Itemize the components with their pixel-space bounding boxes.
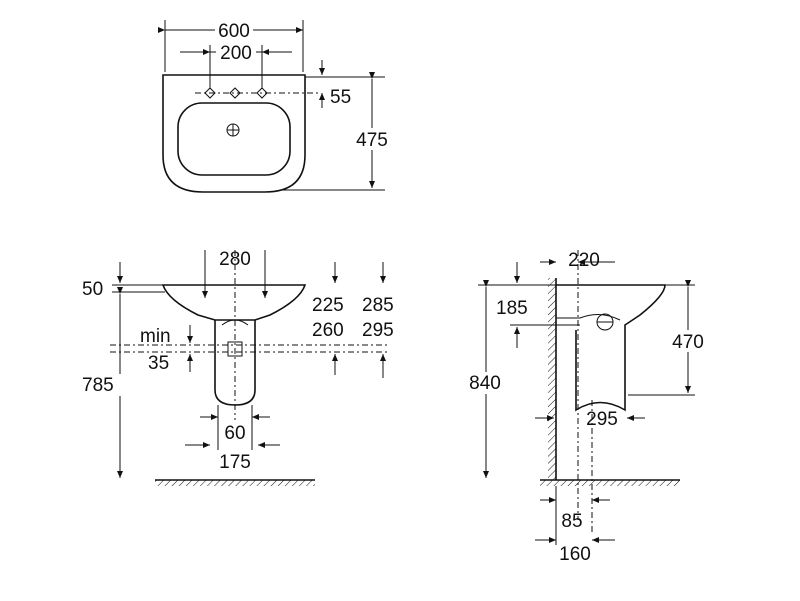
dim-840: 840	[469, 373, 501, 394]
basin-outline-side	[556, 284, 666, 335]
dim-600: 600	[218, 21, 250, 42]
pedestal-side	[575, 330, 626, 412]
bowl-inner-top	[177, 102, 291, 176]
dim-35: 35	[148, 353, 169, 374]
dim-475: 475	[356, 130, 388, 151]
floor-side	[540, 480, 680, 486]
dim-225: 225	[312, 295, 344, 316]
dim-185: 185	[496, 298, 528, 319]
wall	[548, 278, 556, 480]
dim-min-label: min	[140, 326, 171, 347]
dim-55: 55	[330, 87, 351, 108]
dim-295-side: 295	[586, 409, 618, 430]
dim-785: 785	[82, 375, 114, 396]
trap-icon	[596, 313, 614, 331]
dim-470: 470	[672, 332, 704, 353]
dim-60: 60	[224, 423, 245, 444]
dim-175: 175	[219, 452, 251, 473]
dim-285: 285	[362, 295, 394, 316]
dim-220: 220	[568, 250, 600, 271]
side-view: 220 185 470 840 295 85 160	[462, 250, 710, 565]
dim-295: 295	[362, 320, 394, 341]
dim-200: 200	[220, 43, 252, 64]
front-view: 280 50 785 min 35 225 285 260 295 60 175	[82, 249, 394, 486]
dim-260: 260	[312, 320, 344, 341]
dim-50: 50	[82, 279, 103, 300]
floor-front	[155, 480, 315, 486]
basin-outline-front	[161, 284, 307, 321]
trap-icon	[227, 341, 243, 357]
dim-160: 160	[559, 544, 591, 565]
basin-outline-top	[162, 74, 306, 193]
dim-280: 280	[219, 249, 251, 270]
dim-85: 85	[561, 511, 582, 532]
top-view: 600 200 55 475	[158, 20, 394, 193]
